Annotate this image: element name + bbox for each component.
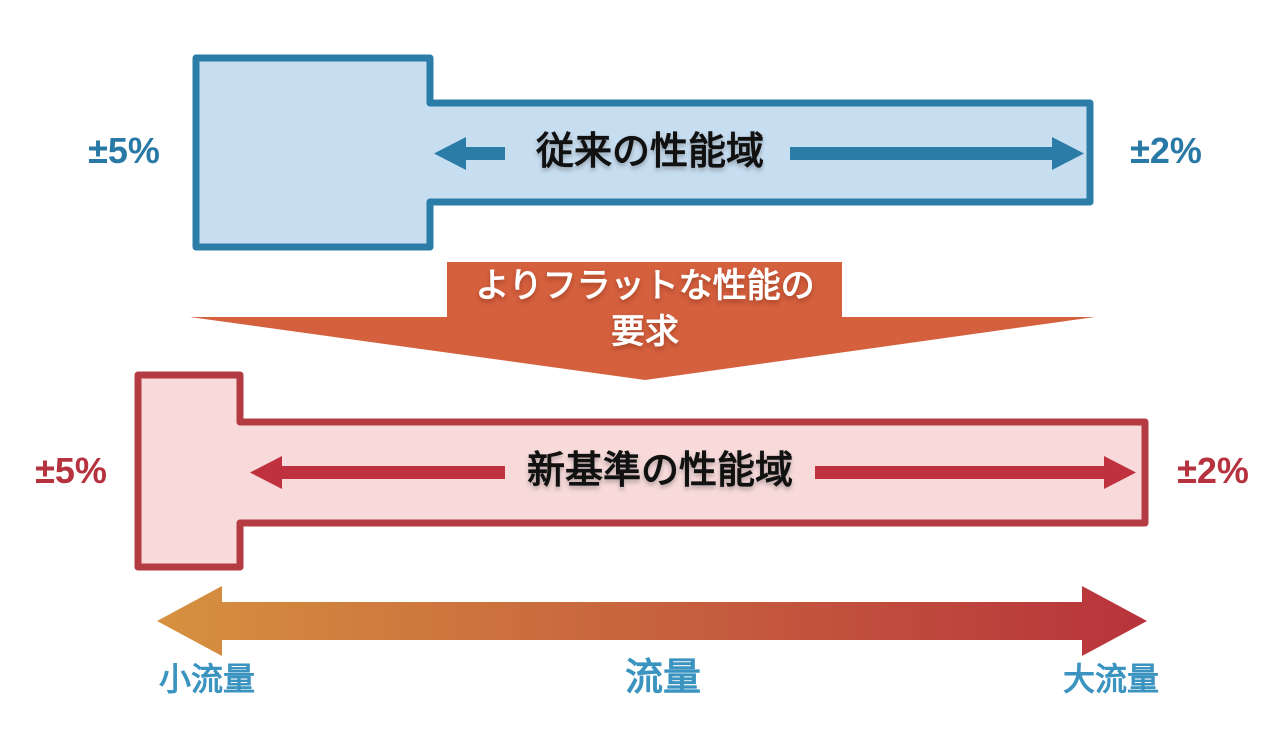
conventional-band-shape (192, 54, 1094, 251)
bottom-right-tolerance-label: ±2% (1177, 450, 1249, 491)
transition-banner-text: よりフラットな性能の 要求 (340, 264, 950, 355)
transition-banner-line2: 要求 (611, 312, 679, 351)
top-left-tolerance-label: ±5% (88, 130, 160, 171)
bottom-left-tolerance-label: ±5% (35, 450, 107, 491)
new-standard-left-arrow-icon (250, 456, 505, 489)
conventional-right-arrow-icon (790, 137, 1084, 170)
top-right-tolerance-label: ±2% (1130, 130, 1202, 171)
flow-axis-small-flow-label: 小流量 (158, 661, 255, 697)
flow-axis-center-label: 流量 (624, 657, 701, 699)
flow-axis-large-flow-label: 大流量 (1062, 661, 1159, 697)
transition-banner-line1: よりフラットな性能の (475, 267, 815, 305)
flow-axis-double-arrow-icon (157, 586, 1147, 656)
conventional-left-arrow-icon (434, 137, 505, 170)
new-standard-right-arrow-icon (815, 456, 1136, 489)
conventional-band-title: 従来の性能域 (535, 131, 764, 173)
new-standard-band-title: 新基準の性能域 (526, 450, 793, 492)
new-standard-band-shape (134, 371, 1149, 571)
transition-down-arrow-banner (190, 262, 1095, 380)
